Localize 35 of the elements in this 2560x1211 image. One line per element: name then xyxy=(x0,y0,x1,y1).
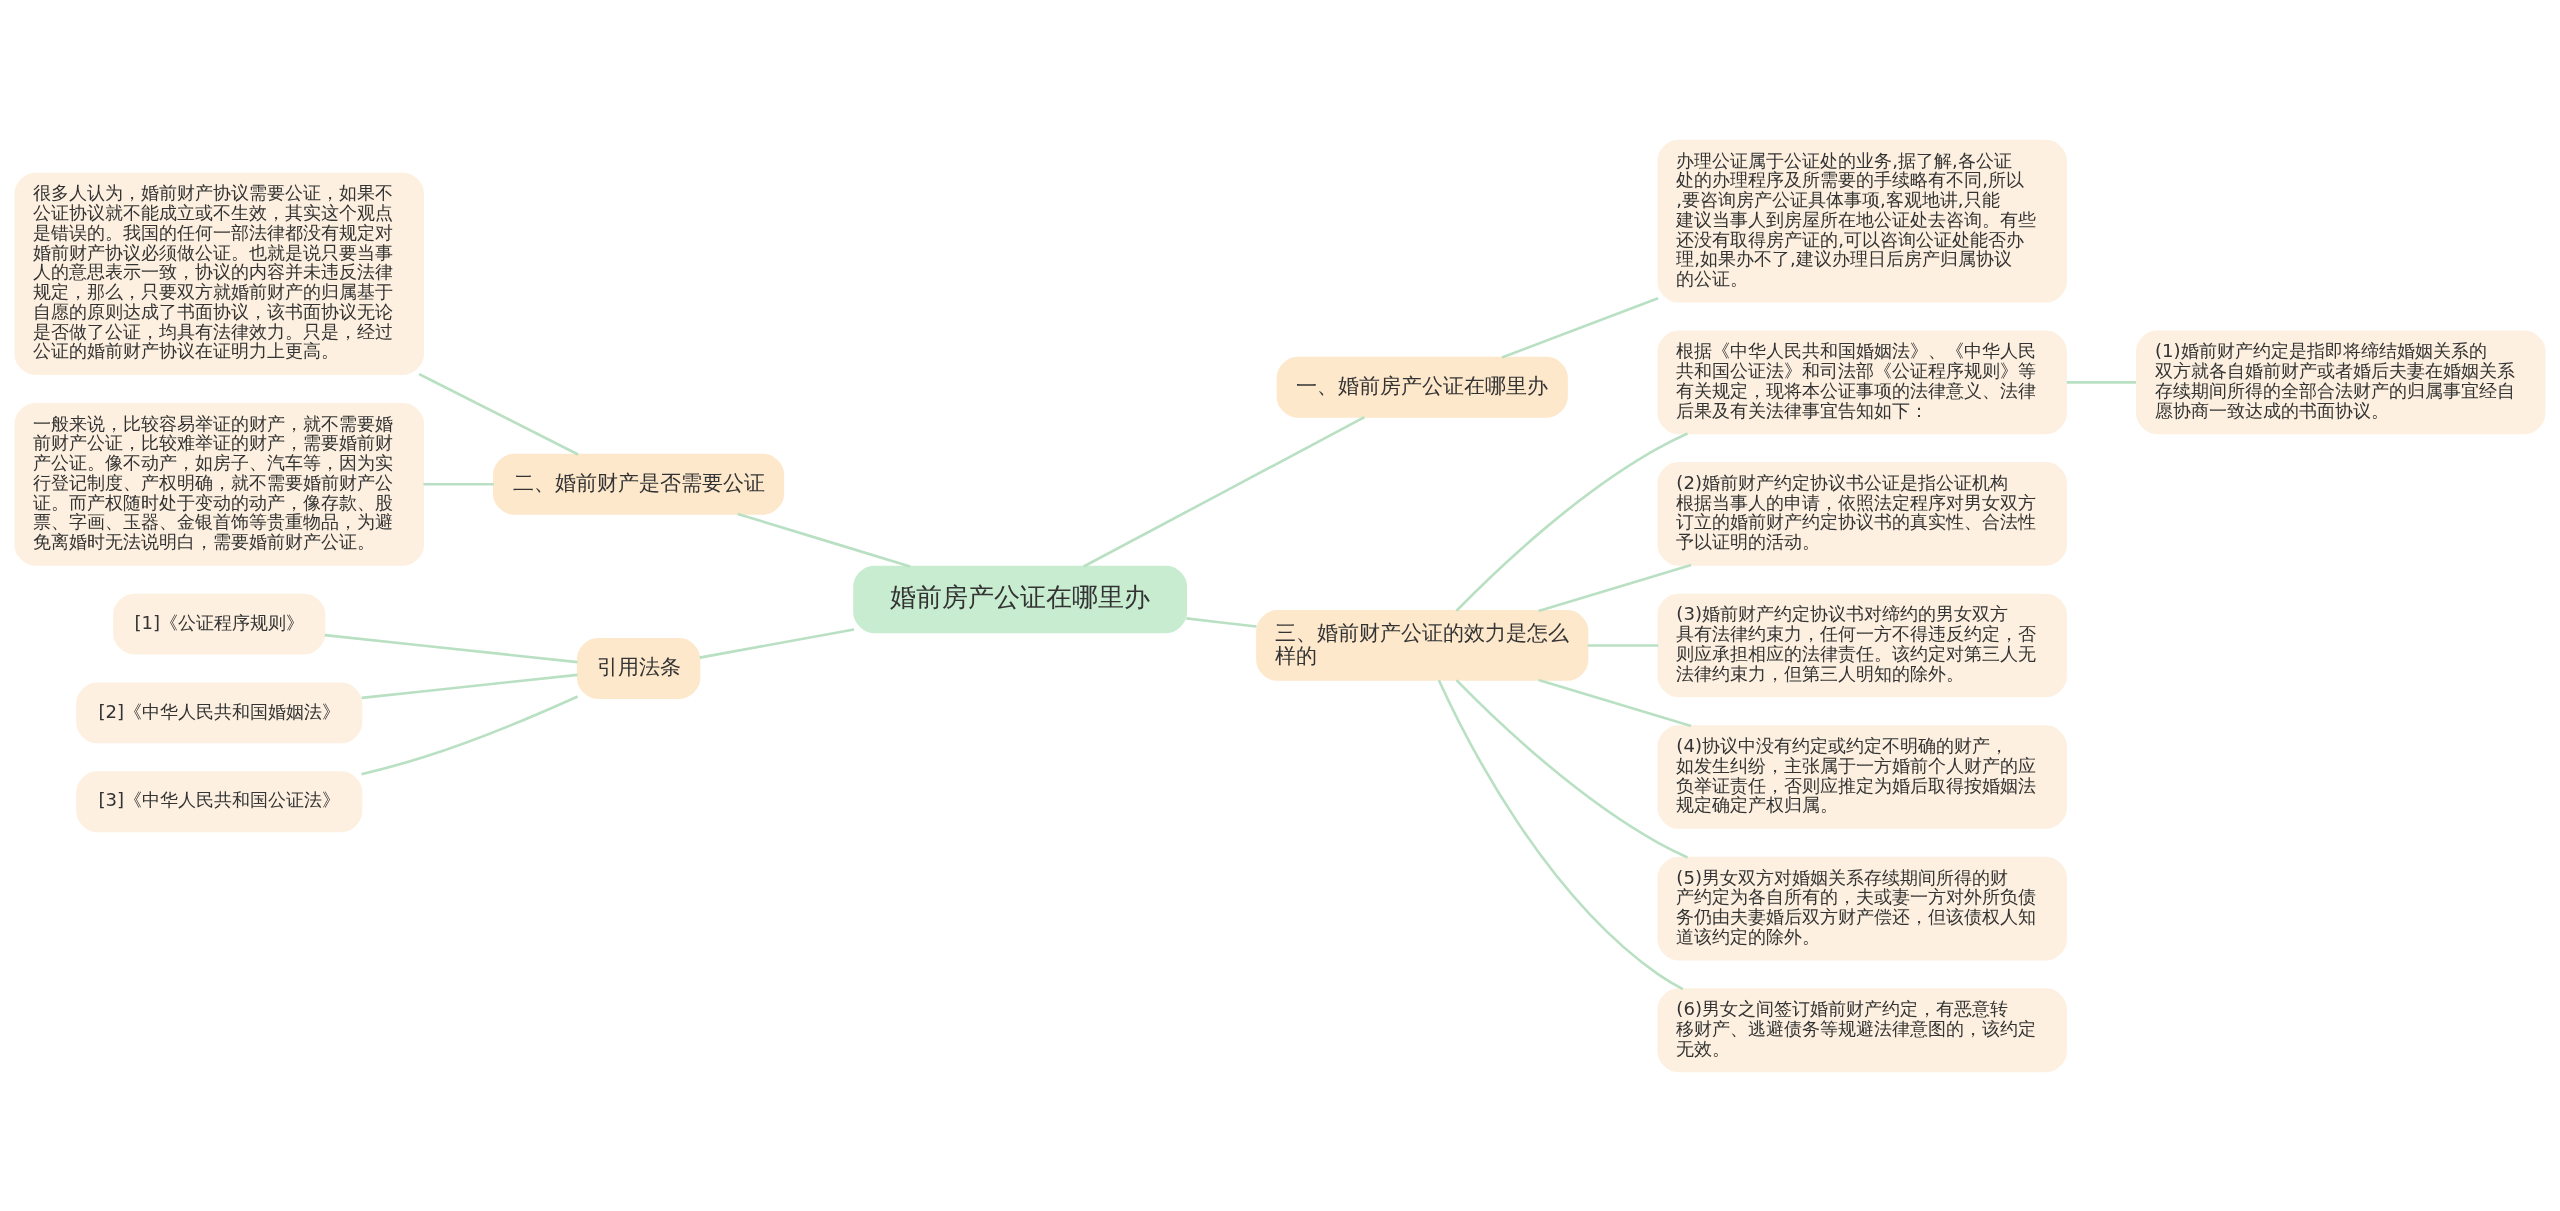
node-box: 引用法条 xyxy=(576,637,701,699)
node-box: 办理公证属于公证处的业务,据了解,各公证处的办理程序及所需要的手续略有不同,所以,要咨询房产公证具体事项,客观地讲,只能建议当事人到房屋所在地公证处去咨询。有些还没有取得房产证的,可以咨询公证处能否办理,如果办不了,建议办理日后房产归属协议的公证。 xyxy=(1657,139,2067,303)
connector xyxy=(418,372,579,456)
node-box: 根据《中华人民共和国婚姻法》、《中华人民共和国公证法》和司法部《公证程序规则》等有关规定，现将本公证事项的法律意义、法律后果及有关法律事宜告知如下： xyxy=(1657,330,2067,434)
connector xyxy=(1587,643,1659,647)
connector xyxy=(1538,563,1692,612)
node-box: 二、婚前财产是否需要公证 xyxy=(493,453,785,515)
node-box: 很多人认为，婚前财产协议需要公证，如果不公证协议就不能成立或不生效，其实这个观点是错误的。我国的任何一部法律都没有规定对婚前财产协议必须做公证。也就是说只要当事人的意思表示一致，协议的内容并未违反法律规定，那么，只要双方就婚前财产的归属基于自愿的原则达成了书面协议，该书面协议无论是否做了公证，均具有法律效力。只是，经过公证的婚前财产协议在证明力上更高。 xyxy=(14,172,424,375)
connector xyxy=(1186,616,1257,628)
connector xyxy=(1455,431,1689,612)
connector xyxy=(2066,380,2137,384)
connector xyxy=(1455,678,1689,859)
node-box: (1)婚前财产约定是指即将缔结婚姻关系的双方就各自婚前财产或者婚后夫妻在婚姻关系存续期间所得的全部合法财产的归属事宜经自愿协商一致达成的书面协议。 xyxy=(2136,330,2546,434)
node-box: (6)男女之间签订婚前财产约定，有恶意转移财产、逃避债务等规避法律意图的，该约定无效。 xyxy=(1657,987,2067,1072)
connector xyxy=(699,627,855,659)
connector xyxy=(737,512,911,568)
node-box: 一般来说，比较容易举证的财产，就不需要婚前财产公证，比较难举证的财产，需要婚前财产公证。像不动产，如房子、汽车等，因为实行登记制度、产权明确，就不需要婚前财产公证。而产权随时处于变动的动产，像存款、股票、字画、玉器、金银首饰等贵重物品，为避免离婚时无法说明白，需要婚前财产公证。 xyxy=(14,402,424,566)
node-box: (4)协议中没有约定或约定不明确的财产，如发生纠纷，主张属于一方婚前个人财产的应负举证责任，否则应推定为婚后取得按婚姻法规定确定产权归属。 xyxy=(1657,724,2067,829)
node-box: (2)婚前财产约定协议书公证是指公证机构根据当事人的申请，依照法定程序对男女双方订立的婚前财产约定协议书的真实性、合法性予以证明的活动。 xyxy=(1657,461,2067,566)
node-box: (5)男女双方对婚姻关系存续期间所得的财产约定为各自所有的，夫或妻一方对外所负债务仍由夫妻婚后双方财产偿还，但该债权人知道该约定的除外。 xyxy=(1657,856,2067,960)
connector xyxy=(361,694,579,775)
connector xyxy=(1538,678,1692,727)
connector xyxy=(423,482,494,486)
node-box: 一、婚前房产公证在哪里办 xyxy=(1276,356,1568,418)
connector xyxy=(1083,415,1365,568)
connector xyxy=(1501,296,1659,359)
node-box: [1]《公证程序规则》 xyxy=(113,593,326,654)
node-box: 三、婚前财产公证的效力是怎么样的 xyxy=(1256,609,1589,681)
node-box: [3]《中华人民共和国公证法》 xyxy=(76,770,363,832)
connector xyxy=(361,673,578,699)
node-box: (3)婚前财产约定协议书对缔约的男女双方具有法律约束力，任何一方不得违反约定，否则应承担相应的法律责任。该约定对第三人无法律约束力，但第三人明知的除外。 xyxy=(1657,593,2067,697)
connector xyxy=(324,633,578,663)
node-box: [2]《中华人民共和国婚姻法》 xyxy=(76,681,363,743)
connector xyxy=(1437,679,1684,990)
node-box: 婚前房产公证在哪里办 xyxy=(853,565,1188,633)
